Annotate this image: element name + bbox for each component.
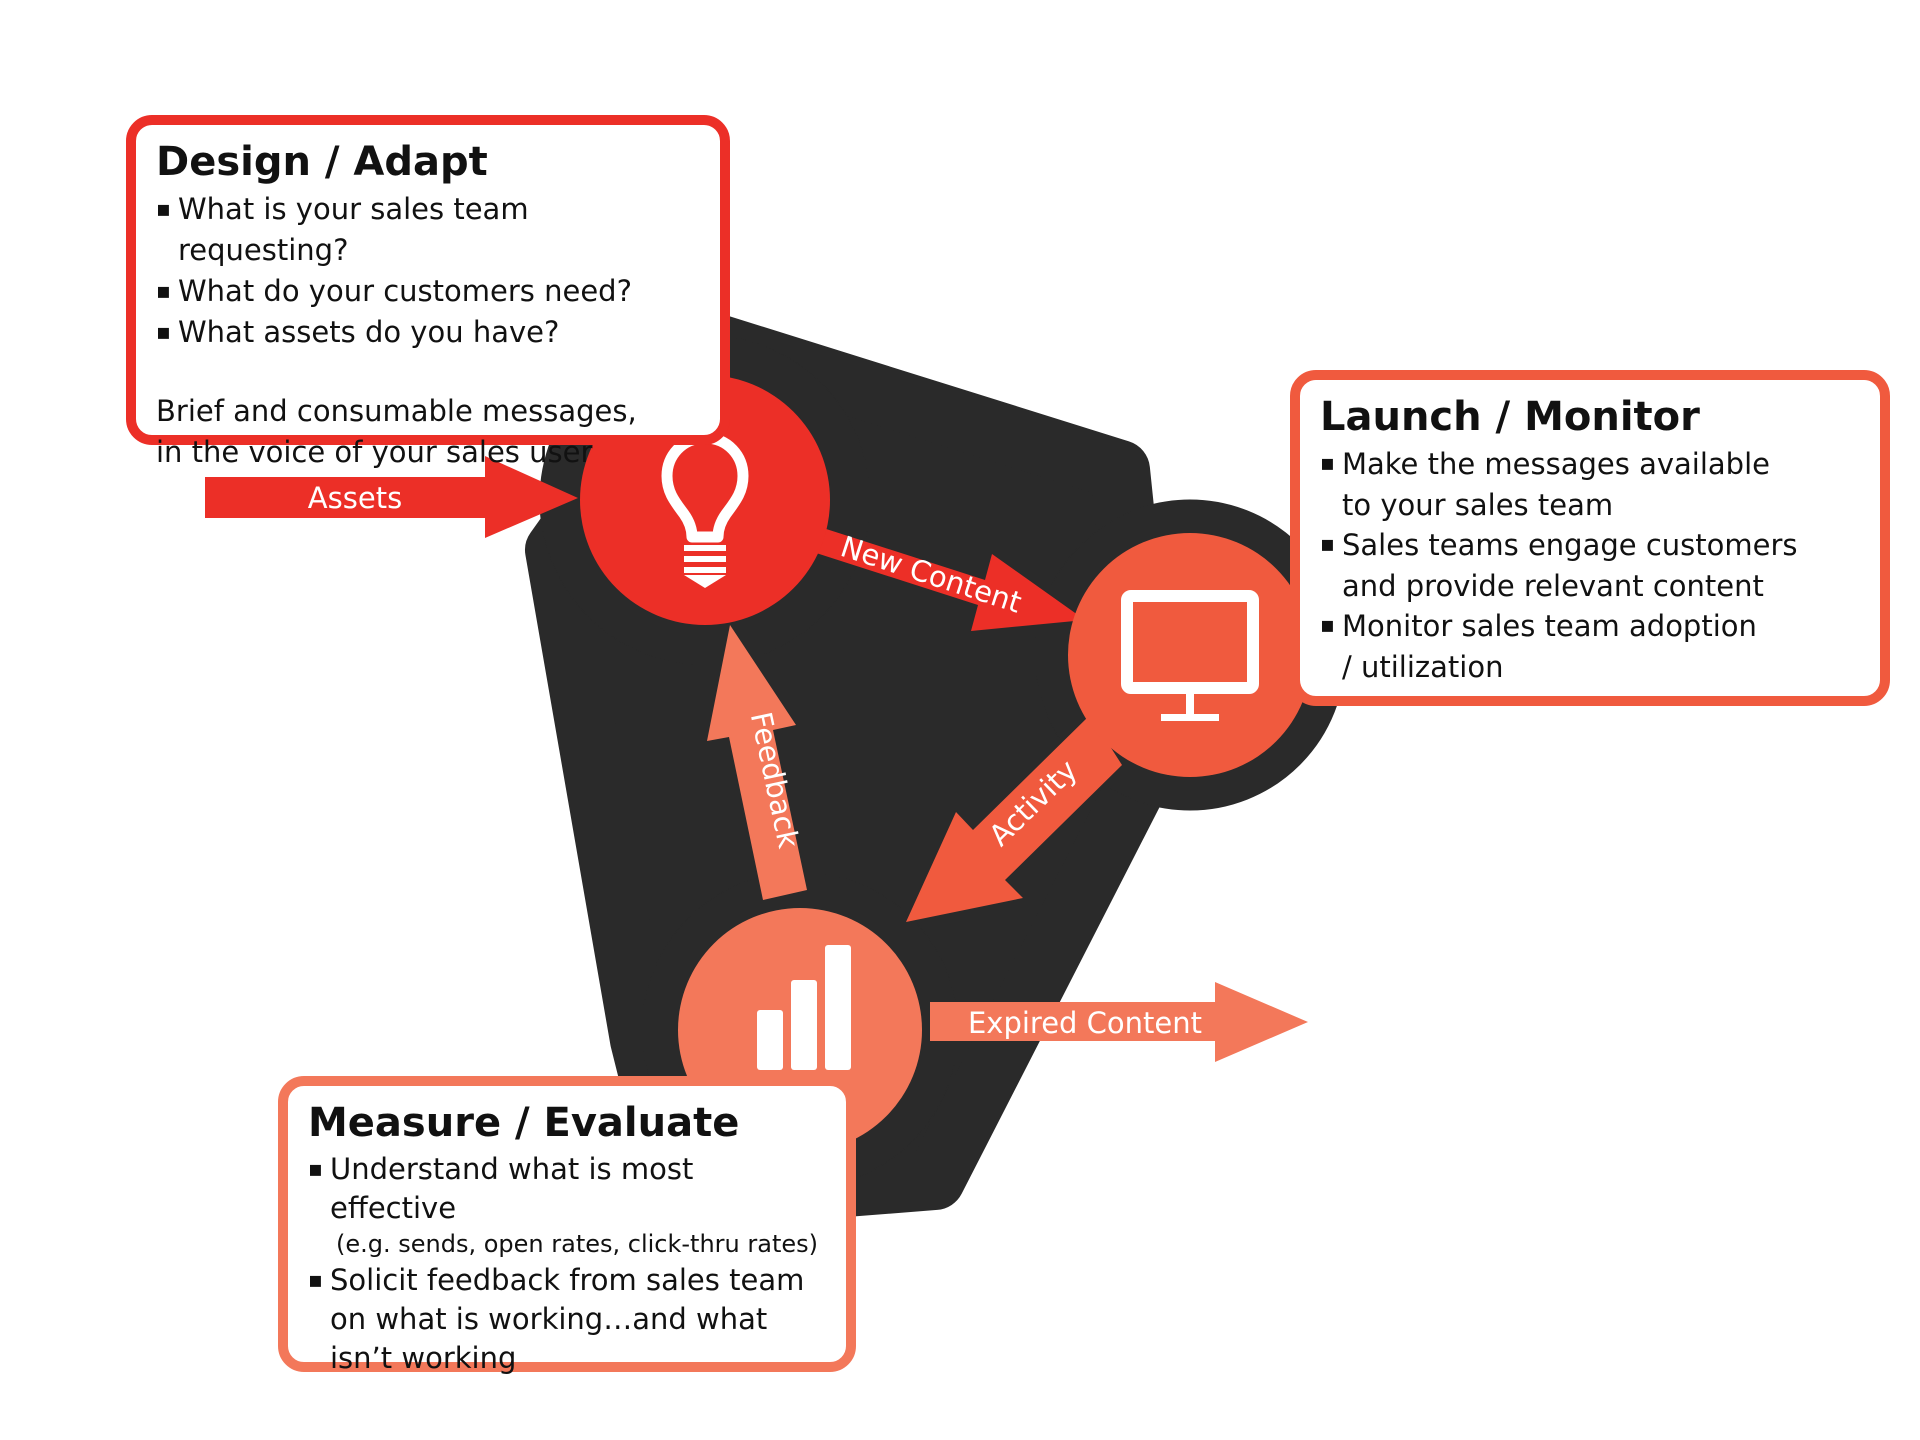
measure-evaluate-bullets: Understand what is most effective (e.g. … bbox=[308, 1150, 826, 1378]
arrow-expired-content: Expired Content bbox=[930, 982, 1308, 1062]
measure-evaluate-bullet-sub: (e.g. sends, open rates, click-thru rate… bbox=[336, 1230, 818, 1258]
design-adapt-note: Brief and consumable messages, in the vo… bbox=[156, 394, 637, 469]
arrow-assets-label: Assets bbox=[308, 481, 402, 515]
design-adapt-bullet: What is your sales team requesting? bbox=[156, 189, 700, 271]
measure-evaluate-card: Measure / Evaluate Understand what is mo… bbox=[278, 1076, 856, 1375]
arrow-activity-shape bbox=[906, 715, 1122, 922]
lightbulb-base-line-3 bbox=[684, 567, 726, 573]
lightbulb-glass bbox=[661, 432, 749, 543]
bar-chart-bar-2 bbox=[791, 980, 817, 1070]
arrow-expired-content-shape bbox=[930, 982, 1308, 1062]
launch-monitor-bullets: Make the messages available to your sale… bbox=[1320, 444, 1860, 687]
arrow-assets: Assets bbox=[205, 456, 578, 538]
arrow-feedback-shape bbox=[707, 625, 807, 900]
launch-monitor-bullet: Monitor sales team adoption / utilizatio… bbox=[1320, 606, 1860, 687]
measure-evaluate-title: Measure / Evaluate bbox=[308, 1100, 740, 1146]
arrow-assets-shape bbox=[205, 456, 578, 538]
measure-evaluate-bullet-text: Solicit feedback from sales team on what… bbox=[330, 1263, 805, 1375]
lightbulb-tip bbox=[684, 575, 726, 588]
design-adapt-bullet: What do your customers need? bbox=[156, 271, 700, 312]
arrow-expired-content-label: Expired Content bbox=[968, 1006, 1202, 1040]
arrow-new-content-shape bbox=[813, 527, 1085, 631]
design-adapt-bullets: What is your sales team requesting? What… bbox=[156, 189, 700, 353]
monitor-icon bbox=[1121, 590, 1259, 721]
measure-evaluate-bullet: Solicit feedback from sales team on what… bbox=[308, 1261, 826, 1378]
monitor-stand bbox=[1186, 694, 1194, 714]
node-launch bbox=[1068, 533, 1312, 777]
launch-monitor-bullet: Make the messages available to your sale… bbox=[1320, 444, 1860, 525]
bar-chart-bar-3 bbox=[825, 945, 851, 1070]
measure-evaluate-bullet-text: Understand what is most effective bbox=[330, 1152, 694, 1225]
design-adapt-title: Design / Adapt bbox=[156, 139, 488, 185]
launch-monitor-card: Launch / Monitor Make the messages avail… bbox=[1290, 370, 1890, 706]
monitor-foot bbox=[1161, 714, 1219, 721]
bar-chart-bar-1 bbox=[757, 1010, 783, 1070]
bar-chart-icon bbox=[757, 945, 851, 1070]
design-adapt-bullet: What assets do you have? bbox=[156, 312, 700, 353]
launch-monitor-bullet: Sales teams engage customers and provide… bbox=[1320, 525, 1860, 606]
lightbulb-icon bbox=[661, 432, 749, 588]
launch-monitor-title: Launch / Monitor bbox=[1320, 394, 1700, 440]
node-launch-circle bbox=[1068, 533, 1312, 777]
lightbulb-base-line-2 bbox=[684, 556, 726, 562]
design-adapt-card: Design / Adapt What is your sales team r… bbox=[126, 115, 730, 469]
monitor-screen bbox=[1121, 590, 1259, 694]
measure-evaluate-bullet: Understand what is most effective (e.g. … bbox=[308, 1150, 826, 1261]
lightbulb-base-line-1 bbox=[684, 545, 726, 551]
